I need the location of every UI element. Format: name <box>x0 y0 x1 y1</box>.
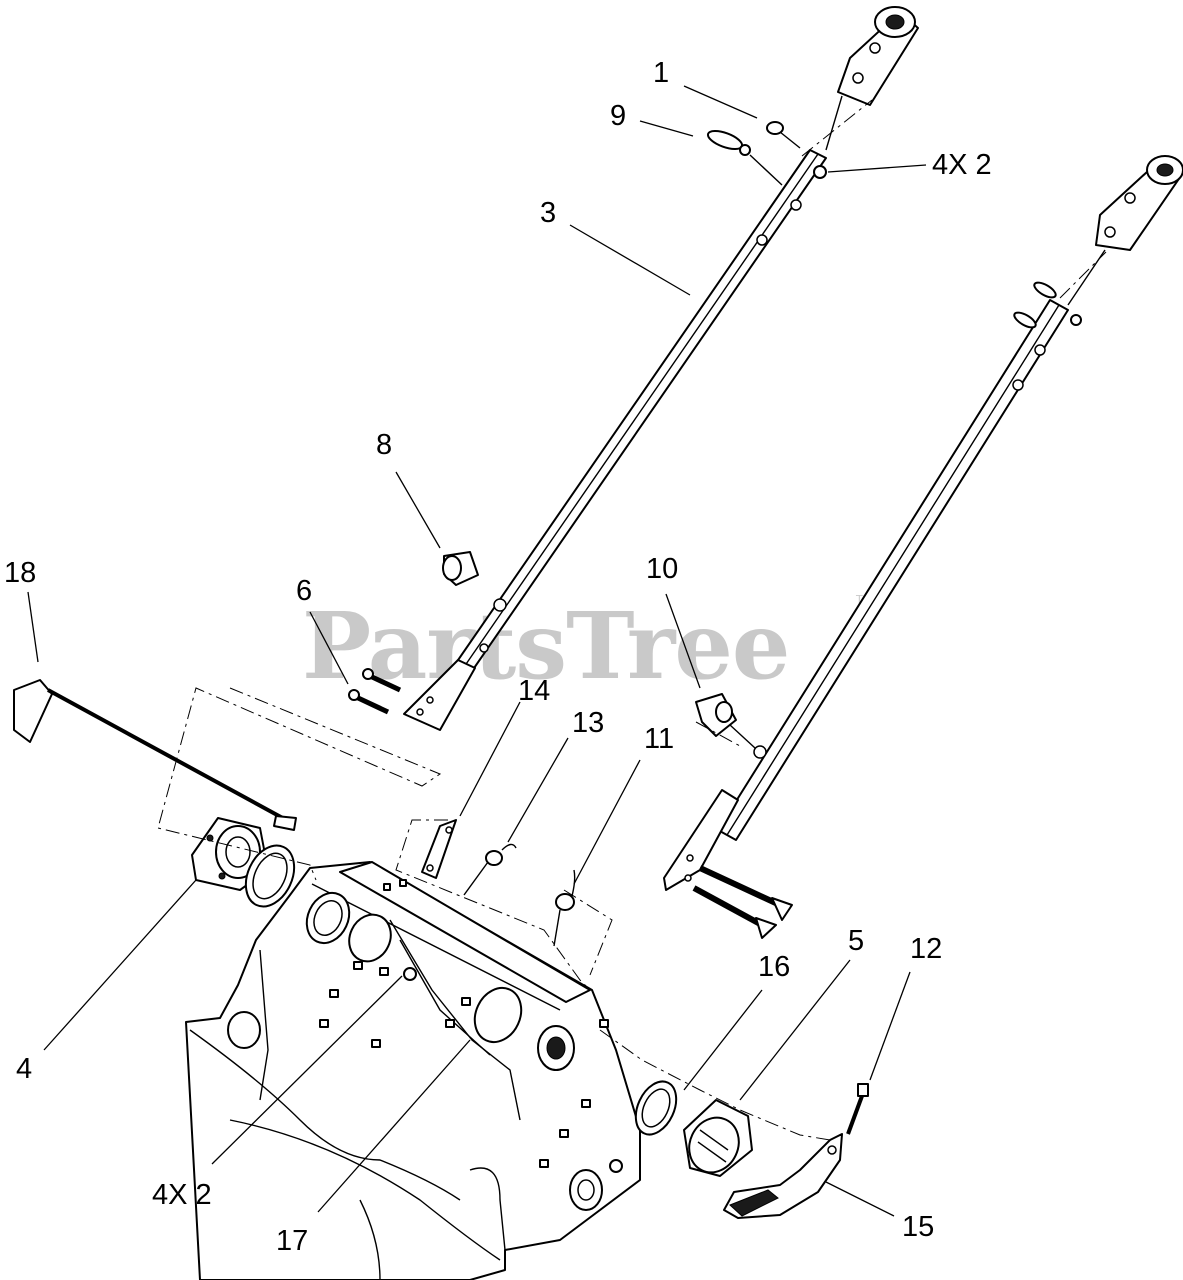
part-6-bolts <box>348 668 402 715</box>
part-12-bolt <box>846 1083 869 1135</box>
callout-18: 18 <box>4 557 36 589</box>
callout-10: 10 <box>646 553 678 585</box>
part-13-spring <box>463 843 517 896</box>
callout-9: 9 <box>610 100 626 132</box>
callout-13: 13 <box>572 707 604 739</box>
left-handle-grip <box>825 6 919 151</box>
callout-labels: 1 9 4X 2 3 8 18 6 10 14 13 11 4 5 16 12 … <box>4 57 992 1257</box>
part-8-knob <box>442 551 479 586</box>
callout-12: 12 <box>910 933 942 965</box>
callout-11: 11 <box>644 723 674 755</box>
main-frame <box>185 861 641 1280</box>
left-handle-bar <box>403 149 827 731</box>
callout-4x2-bottom: 4X 2 <box>152 1179 212 1211</box>
right-lower-bolts <box>692 865 793 939</box>
nut-4x2-top <box>813 165 827 179</box>
leader-lines <box>27 85 927 1217</box>
part-10-knob <box>695 693 756 749</box>
part-16-housing <box>683 1099 753 1177</box>
callout-3: 3 <box>540 197 556 229</box>
callout-4x2-top: 4X 2 <box>932 149 992 181</box>
callout-15: 15 <box>902 1211 934 1243</box>
callout-6: 6 <box>296 575 312 607</box>
o-ring-left <box>244 844 296 908</box>
right-pins <box>1013 281 1082 329</box>
right-handle-grip <box>1067 155 1183 306</box>
callout-14: 14 <box>518 675 550 707</box>
callout-16: 16 <box>758 951 790 983</box>
clip-part-9 <box>706 129 783 186</box>
assembly-dash-lines <box>157 99 1107 1141</box>
right-handle-bar <box>663 299 1069 891</box>
callout-8: 8 <box>376 429 392 461</box>
callout-4: 4 <box>16 1053 32 1085</box>
part-11-spring <box>553 869 576 947</box>
part-15-pedal <box>723 1133 843 1219</box>
callout-5: 5 <box>848 925 864 957</box>
callout-17: 17 <box>276 1225 308 1257</box>
o-ring-right <box>634 1080 678 1136</box>
part-18-rod <box>13 679 297 831</box>
pin-part-1 <box>766 121 801 149</box>
part-14-link <box>421 819 457 879</box>
callout-1: 1 <box>653 57 669 89</box>
